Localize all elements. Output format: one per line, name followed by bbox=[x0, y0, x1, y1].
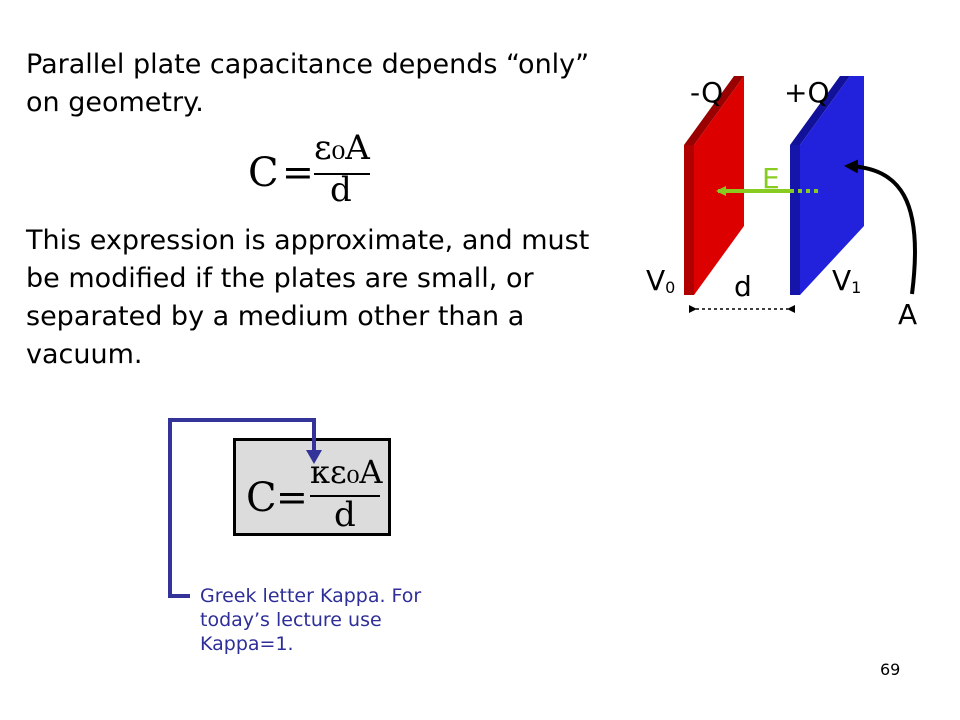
slide-number: 69 bbox=[880, 660, 901, 679]
approximation-paragraph: This expression is approximate, and must… bbox=[26, 225, 590, 370]
formula-equals: = bbox=[276, 475, 308, 519]
separation-label: d bbox=[734, 270, 752, 303]
positive-charge-label: +Q bbox=[784, 76, 830, 109]
positive-plate bbox=[790, 76, 864, 295]
area-arrow bbox=[844, 159, 917, 295]
formula-numerator: ε₀A bbox=[314, 128, 370, 168]
formula-lhs: C bbox=[246, 475, 277, 521]
potential-v1-label: V1 bbox=[832, 264, 862, 297]
negative-plate bbox=[684, 76, 744, 295]
fraction-bar bbox=[310, 495, 380, 497]
potential-v0-label: V0 bbox=[646, 264, 676, 297]
kappa-note: Greek letter Kappa. For today’s lecture … bbox=[200, 585, 422, 655]
formula-denominator: d bbox=[330, 170, 352, 210]
area-label: A bbox=[898, 298, 918, 331]
negative-charge-label: -Q bbox=[690, 76, 724, 109]
kappa-connector-line bbox=[168, 418, 316, 598]
formula-lhs: C bbox=[248, 150, 279, 196]
fraction-bar bbox=[314, 173, 370, 175]
slide-title: Parallel plate capacitance depends “only… bbox=[26, 49, 590, 118]
kappa-connector-arrowhead bbox=[306, 450, 322, 464]
formula-denominator: d bbox=[334, 495, 356, 535]
field-label: E bbox=[762, 162, 780, 195]
formula-equals: = bbox=[282, 150, 314, 194]
formula-numerator: κε₀A bbox=[310, 453, 383, 491]
